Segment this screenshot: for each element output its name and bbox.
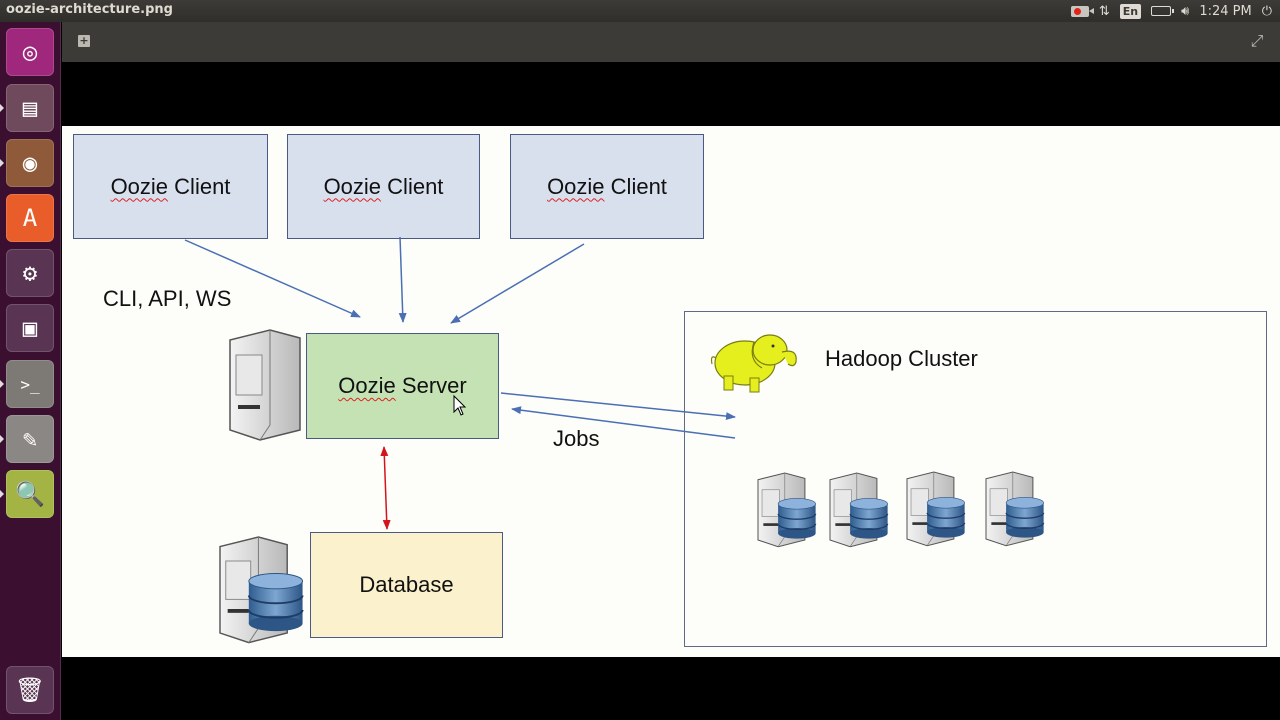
viewer-toolbar: + ⤢: [62, 22, 1280, 62]
running-indicator: [0, 490, 4, 498]
launcher-item-system-settings[interactable]: ⚙: [6, 249, 54, 297]
spellcheck-word: Oozie: [323, 173, 382, 199]
fullscreen-icon[interactable]: ⤢: [1250, 31, 1264, 50]
launcher: ◎ ▤ ◉ A ⚙ ▣ >_ ✎ 🔍 🗑: [0, 22, 61, 720]
database-label: Database: [359, 572, 454, 597]
oozie-client-box-3: Oozie Client: [510, 134, 704, 239]
database-box: Database: [310, 532, 503, 638]
keyboard-language-indicator[interactable]: En: [1119, 0, 1142, 22]
client-word: Client: [174, 173, 231, 199]
shopping-bag-icon: A: [22, 204, 38, 232]
launcher-item-image-viewer[interactable]: 🔍: [0, 470, 54, 518]
clock[interactable]: 1:24 PM: [1199, 3, 1252, 19]
file-cabinet-icon: ▤: [22, 94, 38, 122]
indicator-area: ⇅ En 🔊︎ 1:24 PM ⏻: [1070, 0, 1272, 22]
launcher-item-firefox[interactable]: ◉: [0, 139, 54, 187]
spellcheck-word: Oozie: [547, 173, 605, 199]
spellcheck-word: Oozie: [110, 173, 169, 199]
trash-icon: 🗑: [14, 676, 46, 704]
text-editor-icon: ✎: [22, 425, 38, 453]
jobs-label: Jobs: [553, 426, 600, 451]
launcher-item-trash[interactable]: 🗑: [6, 666, 54, 714]
running-indicator: [0, 104, 4, 112]
running-indicator: [0, 380, 4, 388]
oozie-server-label: Oozie Server: [338, 373, 466, 399]
battery-icon: [1151, 6, 1175, 16]
running-indicator: [0, 159, 4, 167]
launcher-item-terminal[interactable]: >_: [0, 360, 54, 408]
launcher-item-video-editor[interactable]: ▣: [6, 304, 54, 352]
settings-wrench-icon: ⚙: [22, 259, 38, 287]
terminal-icon: >_: [20, 374, 40, 394]
launcher-item-software-center[interactable]: A: [6, 194, 54, 242]
volume-icon[interactable]: 🔊︎: [1181, 3, 1190, 19]
server-word: Server: [401, 373, 467, 398]
oozie-client-label: Oozie Client: [324, 174, 444, 200]
launcher-item-files[interactable]: ▤: [0, 84, 54, 132]
hadoop-cluster-box: [684, 311, 1267, 647]
oozie-server-box: Oozie Server: [306, 333, 499, 439]
image-viewer-icon: 🔍: [15, 480, 45, 508]
spellcheck-word: Oozie: [338, 373, 396, 398]
launcher-item-dash-home[interactable]: ◎: [6, 28, 54, 76]
add-button[interactable]: +: [78, 34, 90, 47]
battery-indicator[interactable]: [1151, 0, 1175, 22]
oozie-client-label: Oozie Client: [111, 174, 231, 200]
recording-indicator[interactable]: [1070, 0, 1089, 22]
power-icon[interactable]: ⏻: [1261, 3, 1272, 19]
launcher-item-text-editor[interactable]: ✎: [0, 415, 54, 463]
oozie-client-box-1: Oozie Client: [73, 134, 268, 239]
top-panel: oozie-architecture.png ⇅ En 🔊︎ 1:24 PM ⏻: [0, 0, 1280, 22]
running-indicator: [0, 435, 4, 443]
protocols-label: CLI, API, WS: [103, 286, 232, 311]
oozie-client-label: Oozie Client: [547, 174, 667, 200]
video-camera-icon: [1070, 5, 1089, 17]
network-icon[interactable]: ⇅: [1098, 3, 1110, 19]
ubuntu-logo-icon: ◎: [22, 38, 38, 66]
film-camera-icon: ▣: [22, 314, 38, 342]
window-title: oozie-architecture.png: [6, 2, 173, 17]
firefox-icon: ◉: [22, 149, 38, 177]
hadoop-cluster-label: Hadoop Cluster: [825, 346, 978, 371]
oozie-client-box-2: Oozie Client: [287, 134, 480, 239]
client-word: Client: [387, 173, 444, 199]
client-word: Client: [610, 173, 667, 199]
